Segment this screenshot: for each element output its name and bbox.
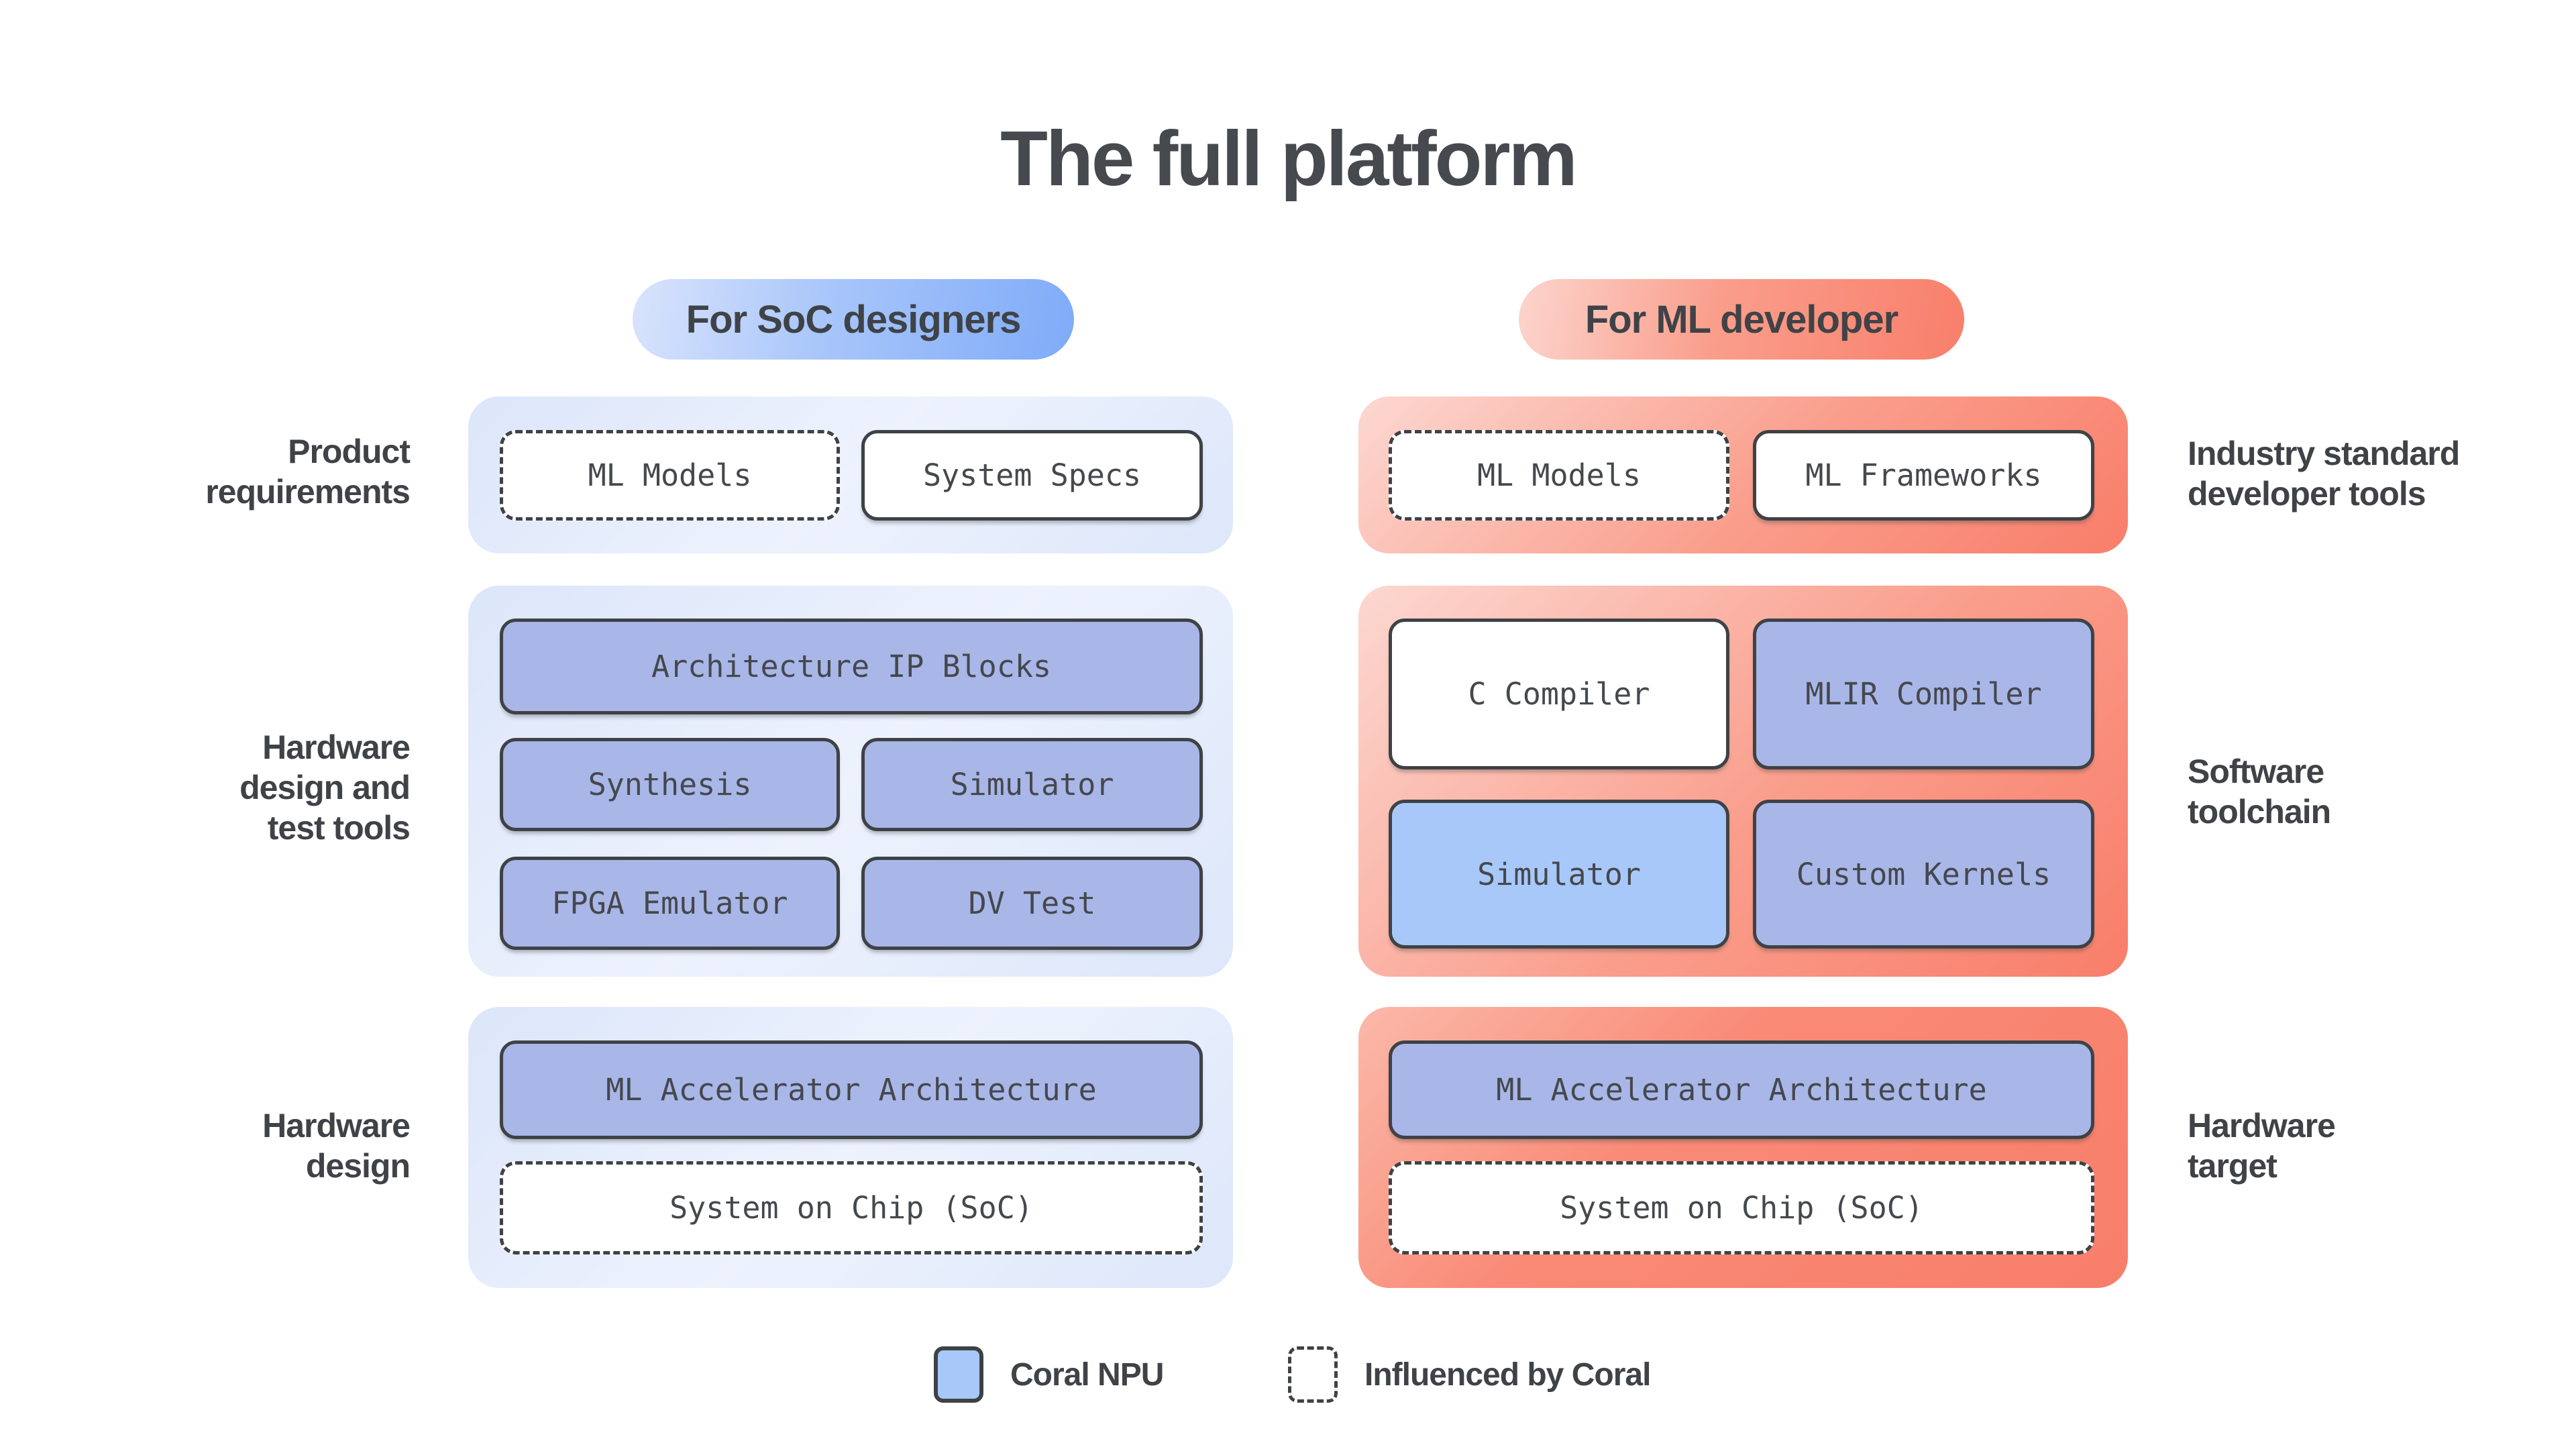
panel-soc-hw-design: ML Accelerator Architecture System on Ch…: [468, 1007, 1233, 1288]
legend-item-influenced: Influenced by Coral: [1288, 1346, 1651, 1403]
influenced-by-coral-swatch: [1288, 1346, 1338, 1403]
box-ml-ml-accelerator-architecture: ML Accelerator Architecture: [1389, 1040, 2094, 1139]
box-soc-ml-accelerator-architecture: ML Accelerator Architecture: [500, 1040, 1203, 1139]
box-synthesis: Synthesis: [500, 738, 840, 831]
box-soc-system-specs: System Specs: [861, 430, 1203, 521]
label-product-requirements: Product requirements: [205, 433, 411, 511]
pill-for-ml-developer: For ML developer: [1519, 279, 1964, 360]
box-fpga-emulator: FPGA Emulator: [500, 857, 840, 950]
box-c-compiler: C Compiler: [1389, 619, 1729, 769]
box-soc-system-on-chip: System on Chip (SoC): [500, 1161, 1203, 1254]
box-mlir-compiler: MLIR Compiler: [1753, 619, 2094, 769]
box-custom-kernels: Custom Kernels: [1753, 800, 2094, 949]
box-soc-simulator: Simulator: [861, 738, 1203, 831]
box-ml-frameworks: ML Frameworks: [1753, 430, 2094, 521]
box-ml-ml-models: ML Models: [1389, 430, 1729, 521]
panel-soc-requirements: ML Models System Specs: [468, 396, 1233, 553]
box-architecture-ip-blocks: Architecture IP Blocks: [500, 619, 1203, 714]
panel-ml-dev-tools: ML Models ML Frameworks: [1358, 396, 2128, 553]
label-hardware-design-test-tools: Hardware design and test tools: [239, 729, 411, 847]
legend-item-coral-npu: Coral NPU: [934, 1346, 1164, 1403]
pill-for-soc-designers: For SoC designers: [633, 279, 1074, 360]
legend-label-influenced: Influenced by Coral: [1364, 1356, 1651, 1393]
panel-soc-hw-tools: Architecture IP Blocks Synthesis Simulat…: [468, 586, 1233, 977]
box-ml-simulator: Simulator: [1389, 800, 1729, 949]
legend-label-coral-npu: Coral NPU: [1010, 1356, 1164, 1393]
panel-ml-hw-target: ML Accelerator Architecture System on Ch…: [1358, 1007, 2128, 1288]
page-title: The full platform: [1000, 115, 1578, 202]
label-hardware-target: Hardware target: [2188, 1107, 2336, 1185]
box-dv-test: DV Test: [861, 857, 1203, 950]
box-soc-ml-models: ML Models: [500, 430, 840, 521]
coral-npu-swatch: [934, 1346, 983, 1403]
box-ml-system-on-chip: System on Chip (SoC): [1389, 1161, 2094, 1254]
label-hardware-design: Hardware design: [262, 1107, 411, 1185]
label-software-toolchain: Software toolchain: [2188, 753, 2331, 830]
panel-ml-software-toolchain: C Compiler MLIR Compiler Simulator Custo…: [1358, 586, 2128, 977]
label-industry-standard-tools: Industry standard developer tools: [2188, 435, 2460, 513]
